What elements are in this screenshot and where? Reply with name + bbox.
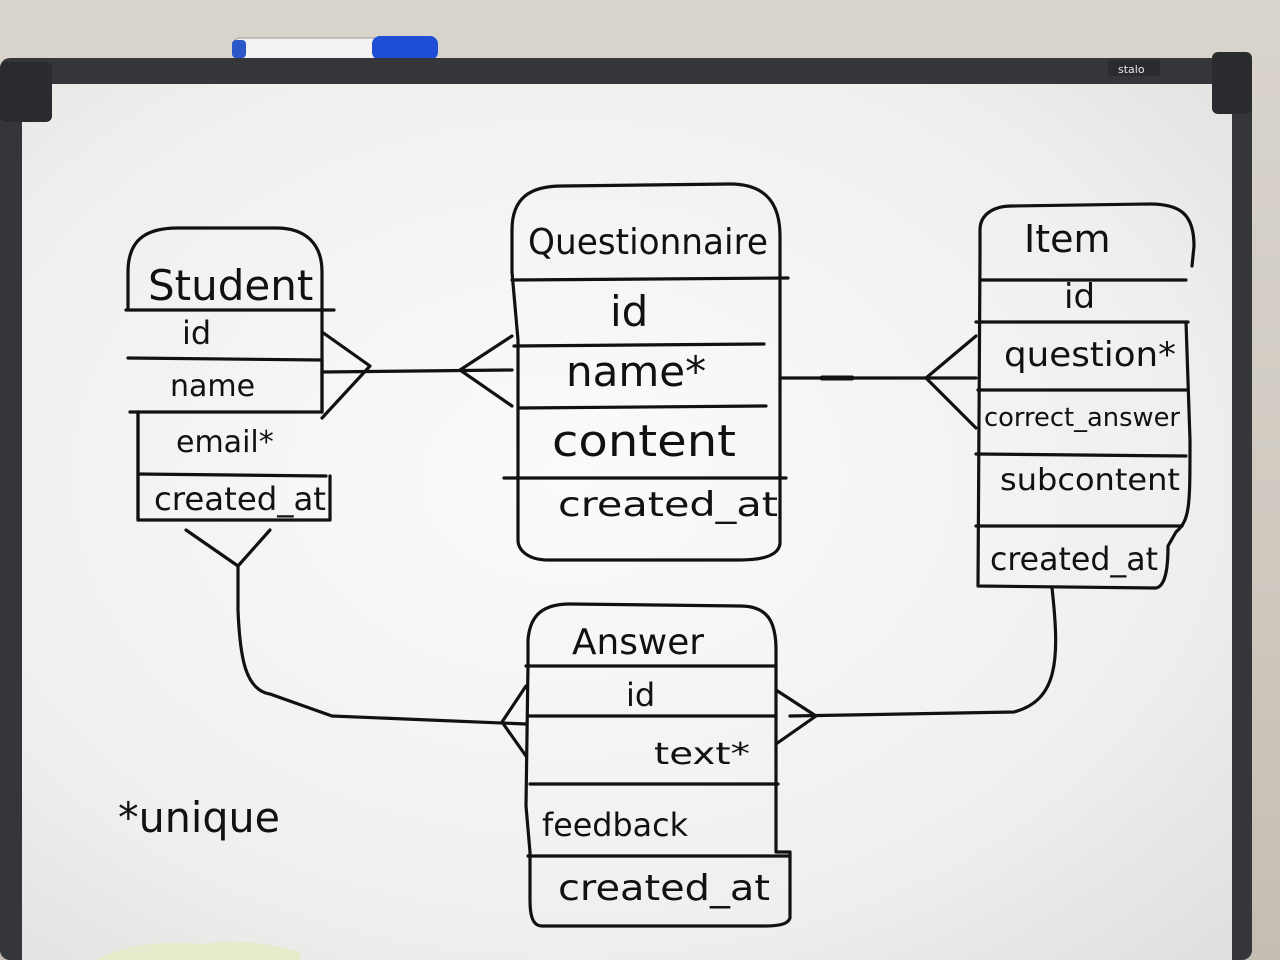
answer-field-id: id	[626, 676, 655, 714]
answer-title: Answer	[572, 622, 704, 663]
frame-corner-tl	[0, 62, 52, 122]
entity-questionnaire	[502, 182, 790, 562]
student-field-email: email*	[176, 425, 274, 460]
questionnaire-field-content: content	[552, 416, 736, 467]
student-field-id: id	[182, 314, 211, 352]
answer-field-text: text*	[654, 737, 750, 772]
whiteboard: stalo	[0, 52, 1252, 960]
student-field-name: name	[170, 369, 255, 404]
student-divider	[136, 472, 328, 478]
item-field-created-at: created_at	[990, 540, 1158, 578]
item-field-correct-answer: correct_answer	[984, 403, 1180, 433]
entity-item	[974, 202, 1196, 590]
entity-answer	[524, 602, 792, 928]
questionnaire-field-name: name*	[566, 347, 706, 396]
questionnaire-field-id: id	[610, 287, 648, 336]
entity-student	[124, 226, 336, 522]
item-outline	[976, 202, 1196, 590]
answer-field-created-at: created_at	[558, 868, 770, 909]
diagram-ink	[124, 182, 1196, 928]
student-field-created-at: created_at	[154, 480, 326, 518]
item-field-id: id	[1064, 277, 1095, 317]
student-title: Student	[148, 261, 313, 310]
answer-outline	[524, 602, 792, 928]
marker-pen	[232, 36, 438, 61]
cloth	[96, 941, 300, 960]
frame-corner-tr	[1212, 52, 1252, 114]
questionnaire-title: Questionnaire	[528, 222, 768, 263]
answer-field-feedback: feedback	[542, 806, 688, 844]
entity-labels: Student id name email* created_at Questi…	[118, 217, 1180, 909]
item-title: Item	[1024, 217, 1111, 261]
student-divider	[126, 356, 324, 362]
board-brand-label: stalo	[1118, 63, 1145, 76]
item-field-subcontent: subcontent	[1000, 463, 1180, 498]
item-field-question: question*	[1004, 335, 1176, 375]
relationship-lines	[184, 330, 1058, 758]
questionnaire-field-created-at: created_at	[558, 485, 778, 525]
questionnaire-outline	[510, 182, 782, 562]
legend-unique-note: *unique	[118, 793, 280, 842]
board-surface	[22, 84, 1232, 960]
